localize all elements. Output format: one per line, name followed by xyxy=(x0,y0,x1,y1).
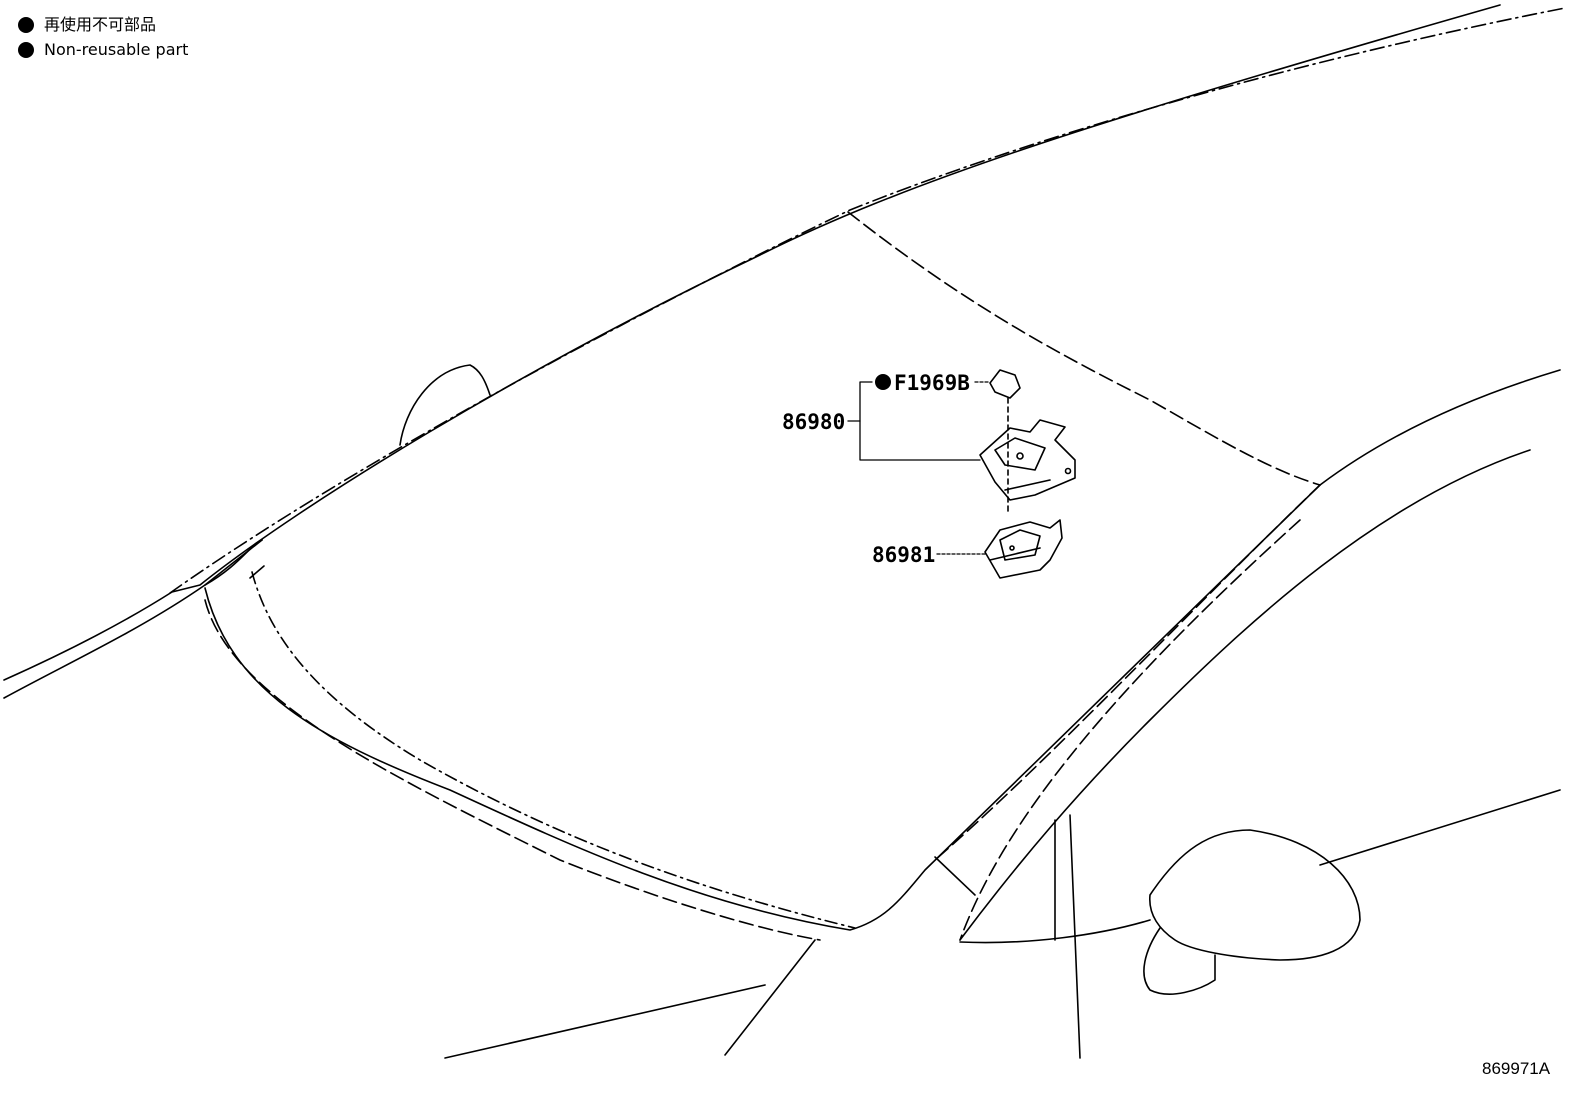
filled-circle-icon xyxy=(18,41,34,58)
side-body xyxy=(444,449,1561,1059)
callout-cover: F1969B xyxy=(894,371,970,395)
legend: 再使用不可部品 Non-reusable part xyxy=(18,12,188,62)
legend-item-jp: 再使用不可部品 xyxy=(18,12,188,37)
windshield-left-edge xyxy=(204,369,1561,941)
non-reusable-marker-icon xyxy=(875,374,891,390)
figure-number: 869971A xyxy=(1482,1059,1551,1078)
filled-circle-icon xyxy=(18,16,34,33)
mirror-stub xyxy=(399,364,491,446)
legend-item-en: Non-reusable part xyxy=(18,37,188,62)
leader-lines xyxy=(847,381,991,555)
callout-assembly: 86980 xyxy=(782,410,845,434)
roof-line xyxy=(3,4,1566,699)
legend-text-en: Non-reusable part xyxy=(44,40,189,59)
part-assembly-shape xyxy=(979,419,1076,501)
callout-bracket: 86981 xyxy=(872,543,935,567)
side-mirror xyxy=(1143,829,1361,995)
part-bracket-shape xyxy=(984,519,1063,579)
legend-text-jp: 再使用不可部品 xyxy=(44,15,157,34)
windshield-upper-edge xyxy=(847,211,1321,486)
part-cover-shape xyxy=(989,369,1021,513)
